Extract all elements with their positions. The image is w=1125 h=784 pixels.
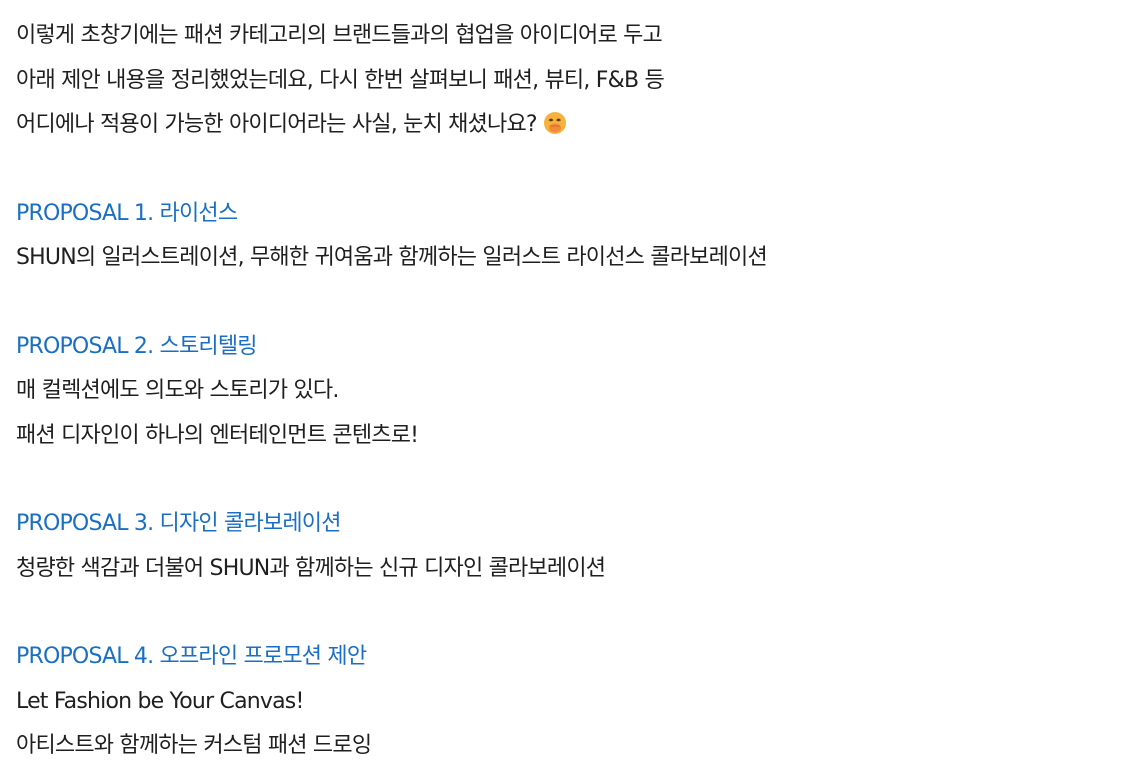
intro-line-2: 아래 제안 내용을 정리했었는데요, 다시 한번 살펴보니 패션, 뷰티, F&… bbox=[16, 67, 665, 93]
hand-over-mouth-face-icon bbox=[543, 107, 567, 134]
intro-line-1: 이렇게 초창기에는 패션 카테고리의 브랜드들과의 협업을 아이디어로 두고 bbox=[16, 23, 663, 48]
proposal-4-line-1: Let Fashion be Your Canvas! bbox=[16, 688, 304, 714]
proposal-3-heading: PROPOSAL 3. 디자인 콜라보레이션 bbox=[16, 511, 341, 536]
proposal-2-line-1: 매 컬렉션에도 의도와 스토리가 있다. bbox=[16, 378, 339, 403]
proposal-3-line-1: 청량한 색감과 더불어 SHUN과 함께하는 신규 디자인 콜라보레이션 bbox=[16, 555, 606, 581]
proposal-4-heading: PROPOSAL 4. 오프라인 프로모션 제안 bbox=[16, 644, 367, 669]
proposal-1: PROPOSAL 1. 라이선스 SHUN의 일러스트레이션, 무해한 귀여움과… bbox=[16, 192, 1125, 281]
proposal-3: PROPOSAL 3. 디자인 콜라보레이션 청량한 색감과 더불어 SHUN과… bbox=[16, 502, 1125, 591]
intro-line-3: 어디에나 적용이 가능한 아이디어라는 사실, 눈치 채셨나요? bbox=[16, 103, 1125, 148]
proposal-1-heading: PROPOSAL 1. 라이선스 bbox=[16, 200, 238, 226]
proposal-4-line-2: 아티스트와 함께하는 커스텀 패션 드로잉 bbox=[16, 733, 372, 758]
proposal-2-heading: PROPOSAL 2. 스토리텔링 bbox=[16, 333, 258, 359]
proposal-4: PROPOSAL 4. 오프라인 프로모션 제안 Let Fashion be … bbox=[16, 635, 1125, 769]
intro-line-3-text: 어디에나 적용이 가능한 아이디어라는 사실, 눈치 채셨나요? bbox=[16, 112, 538, 137]
intro-paragraph: 이렇게 초창기에는 패션 카테고리의 브랜드들과의 협업을 아이디어로 두고 아… bbox=[16, 0, 1125, 148]
proposal-2: PROPOSAL 2. 스토리텔링 매 컬렉션에도 의도와 스토리가 있다. 패… bbox=[16, 325, 1125, 459]
proposal-1-line-1: SHUN의 일러스트레이션, 무해한 귀여움과 함께하는 일러스트 라이선스 콜… bbox=[16, 245, 768, 270]
proposal-2-line-2: 패션 디자인이 하나의 엔터테인먼트 콘텐츠로! bbox=[16, 422, 419, 448]
